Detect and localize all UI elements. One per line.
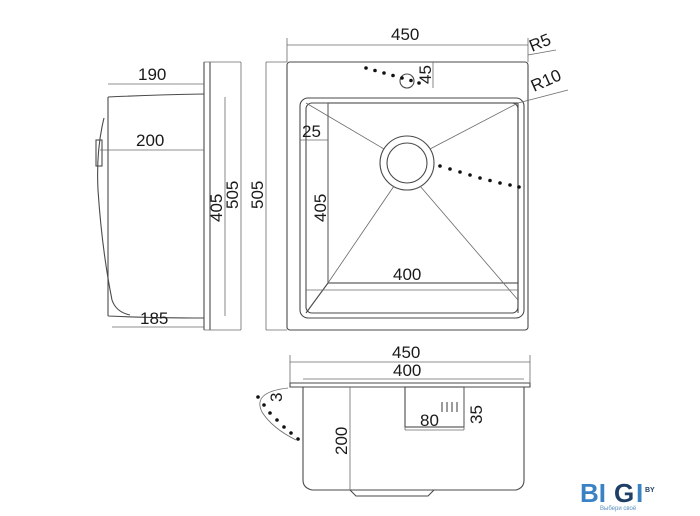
side-view: 190 200 185 405 505 xyxy=(95,61,242,331)
dim-side-top-width: 190 xyxy=(138,65,166,84)
dim-side-middle-width: 200 xyxy=(136,131,164,150)
dim-side-inner-height: 405 xyxy=(207,194,226,222)
dim-front-outer-width: 450 xyxy=(392,343,420,362)
dim-top-inner-height: 405 xyxy=(311,194,330,222)
top-view: 450 R5 R10 45 25 405 400 505 xyxy=(248,25,569,331)
dim-top-corner-outer: R5 xyxy=(526,30,553,56)
front-view: 450 400 3 200 80 35 xyxy=(259,343,531,497)
logo-text-b: G xyxy=(614,478,634,508)
dim-top-rim: 25 xyxy=(302,122,321,141)
dim-side-outer-height: 505 xyxy=(223,181,242,209)
dim-top-corner-inner: R10 xyxy=(528,66,564,96)
dim-front-depth: 200 xyxy=(332,427,351,455)
logo-slogan: Выбери своё xyxy=(600,506,637,512)
logo-text-a: BI xyxy=(580,478,606,508)
dim-side-bottom-width: 185 xyxy=(140,309,168,328)
dim-front-overflow-width: 80 xyxy=(420,411,439,430)
logo-suffix: BY xyxy=(645,487,655,494)
dotted-leader-drain xyxy=(438,164,521,189)
dim-top-outer-width: 450 xyxy=(391,25,419,44)
dim-front-overflow-height: 35 xyxy=(467,405,486,424)
dim-front-thickness: 3 xyxy=(267,393,286,402)
dim-top-outer-height: 505 xyxy=(248,181,267,209)
dim-front-inner-width: 400 xyxy=(393,361,421,380)
dotted-leader-front xyxy=(256,395,300,441)
logo-text-c: I xyxy=(636,478,643,508)
dim-top-tap-offset: 45 xyxy=(416,65,435,84)
dotted-leader-tap xyxy=(364,66,421,85)
bigi-logo[interactable]: BI G I BY Выбери своё xyxy=(578,476,698,516)
dim-top-inner-width: 400 xyxy=(393,265,421,284)
